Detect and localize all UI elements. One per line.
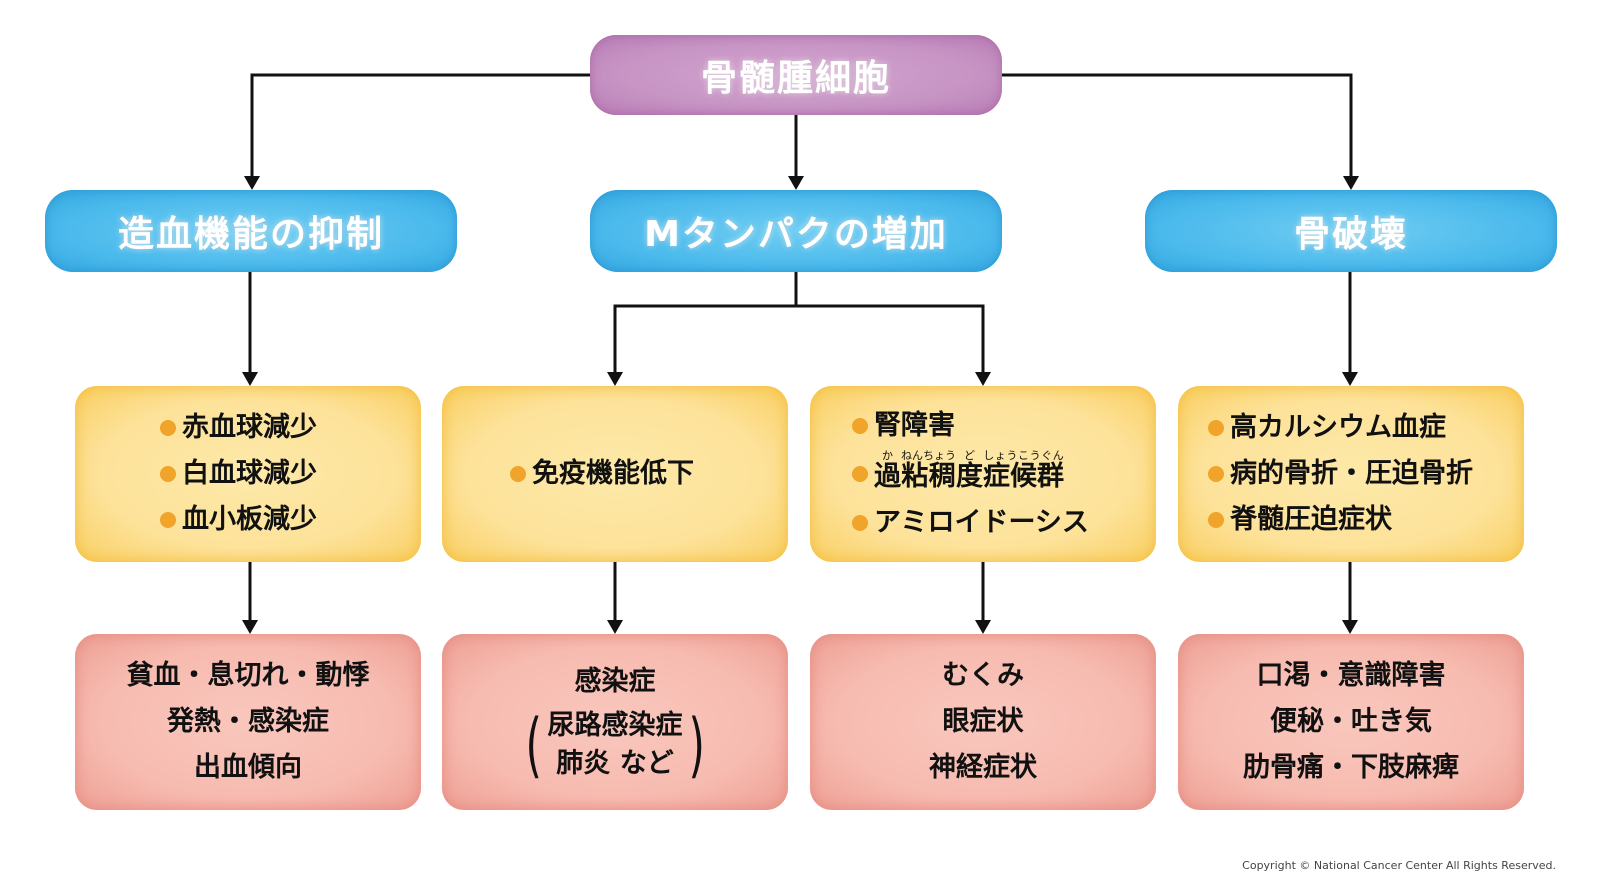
symptom-line: 感染症 <box>574 666 656 697</box>
symptom-line: 眼症状 <box>942 706 1024 737</box>
bullet-dot-icon <box>160 466 176 482</box>
bullet-dot-icon <box>1208 512 1224 528</box>
arrowhead <box>788 176 804 190</box>
open-paren: ( <box>525 704 543 786</box>
symptom-line: 発熱・感染症 <box>167 706 329 737</box>
effect-item: 腎障害 <box>852 403 1089 449</box>
bullet-dot-icon <box>510 466 526 482</box>
symptom-box-edema: むくみ 眼症状 神経症状 <box>810 634 1156 810</box>
effect-item: 高カルシウム血症 <box>1208 405 1473 451</box>
symptom-line: 便秘・吐き気 <box>1270 706 1432 737</box>
effect-text: 脊髄圧迫症状 <box>1230 504 1392 535</box>
symptom-box-infection: 感染症 ( 尿路感染症 肺炎 など ) <box>442 634 788 810</box>
effect-list: 赤血球減少 白血球減少 血小板減少 <box>160 405 317 543</box>
bullet-dot-icon <box>1208 420 1224 436</box>
effect-text: 血小板減少 <box>182 504 317 535</box>
effect-box-immune-decline: 免疫機能低下 <box>442 386 788 562</box>
bullet-dot-icon <box>160 420 176 436</box>
symptom-parenthetical: ( 尿路感染症 肺炎 など ) <box>520 705 710 785</box>
effect-list: 免疫機能低下 <box>510 451 694 497</box>
arrowhead <box>242 372 258 386</box>
arrowhead <box>1342 620 1358 634</box>
effect-item: アミロイドーシス <box>852 500 1089 546</box>
category-label: Mタンパクの増加 <box>644 214 948 255</box>
arrowhead <box>607 372 623 386</box>
effect-item: 白血球減少 <box>160 451 317 497</box>
category-m-protein-increase: Mタンパクの増加 <box>590 190 1002 272</box>
root-node-label: 骨髄腫細胞 <box>700 58 891 99</box>
effect-list: 高カルシウム血症 病的骨折・圧迫骨折 脊髄圧迫症状 <box>1208 405 1473 543</box>
symptom-box-hypercalcemia: 口渇・意識障害 便秘・吐き気 肋骨痛・下肢麻痺 <box>1178 634 1524 810</box>
category-label: 造血機能の抑制 <box>117 214 384 255</box>
effect-box-renal-hyperviscosity: 腎障害 過か粘稠ねんちょう度ど症候群しょうこうぐん アミロイドーシス <box>810 386 1156 562</box>
arrowhead <box>1343 176 1359 190</box>
effect-item: 脊髄圧迫症状 <box>1208 497 1473 543</box>
effect-text: 病的骨折・圧迫骨折 <box>1230 458 1473 489</box>
effect-item: 免疫機能低下 <box>510 451 694 497</box>
copyright-notice: Copyright © National Cancer Center All R… <box>1242 859 1556 872</box>
symptom-line: 肺炎 など <box>556 748 674 779</box>
symptom-line: 口渇・意識障害 <box>1256 660 1446 691</box>
effect-item: 病的骨折・圧迫骨折 <box>1208 451 1473 497</box>
effect-text: 過か粘稠ねんちょう度ど症候群しょうこうぐん <box>874 448 1064 492</box>
mprotein-branch <box>613 272 798 378</box>
bullet-dot-icon <box>160 512 176 528</box>
category-bone-destruction: 骨破壊 <box>1145 190 1557 272</box>
symptom-box-anemia: 貧血・息切れ・動悸 発熱・感染症 出血傾向 <box>75 634 421 810</box>
effect-text: 白血球減少 <box>182 458 317 489</box>
effect-text: 腎障害 <box>874 409 955 441</box>
arrow-root-to-bone <box>1002 73 1353 182</box>
effect-item: 血小板減少 <box>160 497 317 543</box>
symptom-line: 出血傾向 <box>194 752 302 783</box>
bullet-dot-icon <box>852 514 868 531</box>
effect-item-with-ruby: 過か粘稠ねんちょう度ど症候群しょうこうぐん <box>852 449 1089 500</box>
arrowhead <box>244 176 260 190</box>
category-hematopoiesis-suppression: 造血機能の抑制 <box>45 190 457 272</box>
arrow-root-to-hematopoiesis <box>250 73 590 182</box>
effect-text: アミロイドーシス <box>874 506 1089 538</box>
close-paren: ) <box>687 704 705 786</box>
arrowhead <box>242 620 258 634</box>
mprotein-branch-right <box>796 304 985 378</box>
symptom-line: 肋骨痛・下肢麻痺 <box>1243 752 1459 783</box>
bullet-dot-icon <box>1208 466 1224 482</box>
category-label: 骨破壊 <box>1293 214 1408 255</box>
bullet-dot-icon <box>852 466 868 482</box>
effect-text: 赤血球減少 <box>182 412 317 443</box>
arrowhead <box>1342 372 1358 386</box>
arrowhead <box>607 620 623 634</box>
symptom-line: 神経症状 <box>929 752 1037 783</box>
root-node-myeloma-cells: 骨髄腫細胞 <box>590 35 1002 115</box>
symptom-line: 貧血・息切れ・動悸 <box>126 660 370 691</box>
effect-box-bone-effects: 高カルシウム血症 病的骨折・圧迫骨折 脊髄圧迫症状 <box>1178 386 1524 562</box>
effect-text: 高カルシウム血症 <box>1230 412 1446 443</box>
arrowhead <box>975 620 991 634</box>
effect-item: 赤血球減少 <box>160 405 317 451</box>
symptom-line: 尿路感染症 <box>547 710 683 741</box>
effect-box-blood-cell-reduction: 赤血球減少 白血球減少 血小板減少 <box>75 386 421 562</box>
symptom-line: むくみ <box>941 660 1025 691</box>
bullet-dot-icon <box>852 417 868 434</box>
arrowhead <box>975 372 991 386</box>
effect-text: 免疫機能低下 <box>532 458 694 489</box>
effect-list: 腎障害 過か粘稠ねんちょう度ど症候群しょうこうぐん アミロイドーシス <box>852 403 1089 546</box>
